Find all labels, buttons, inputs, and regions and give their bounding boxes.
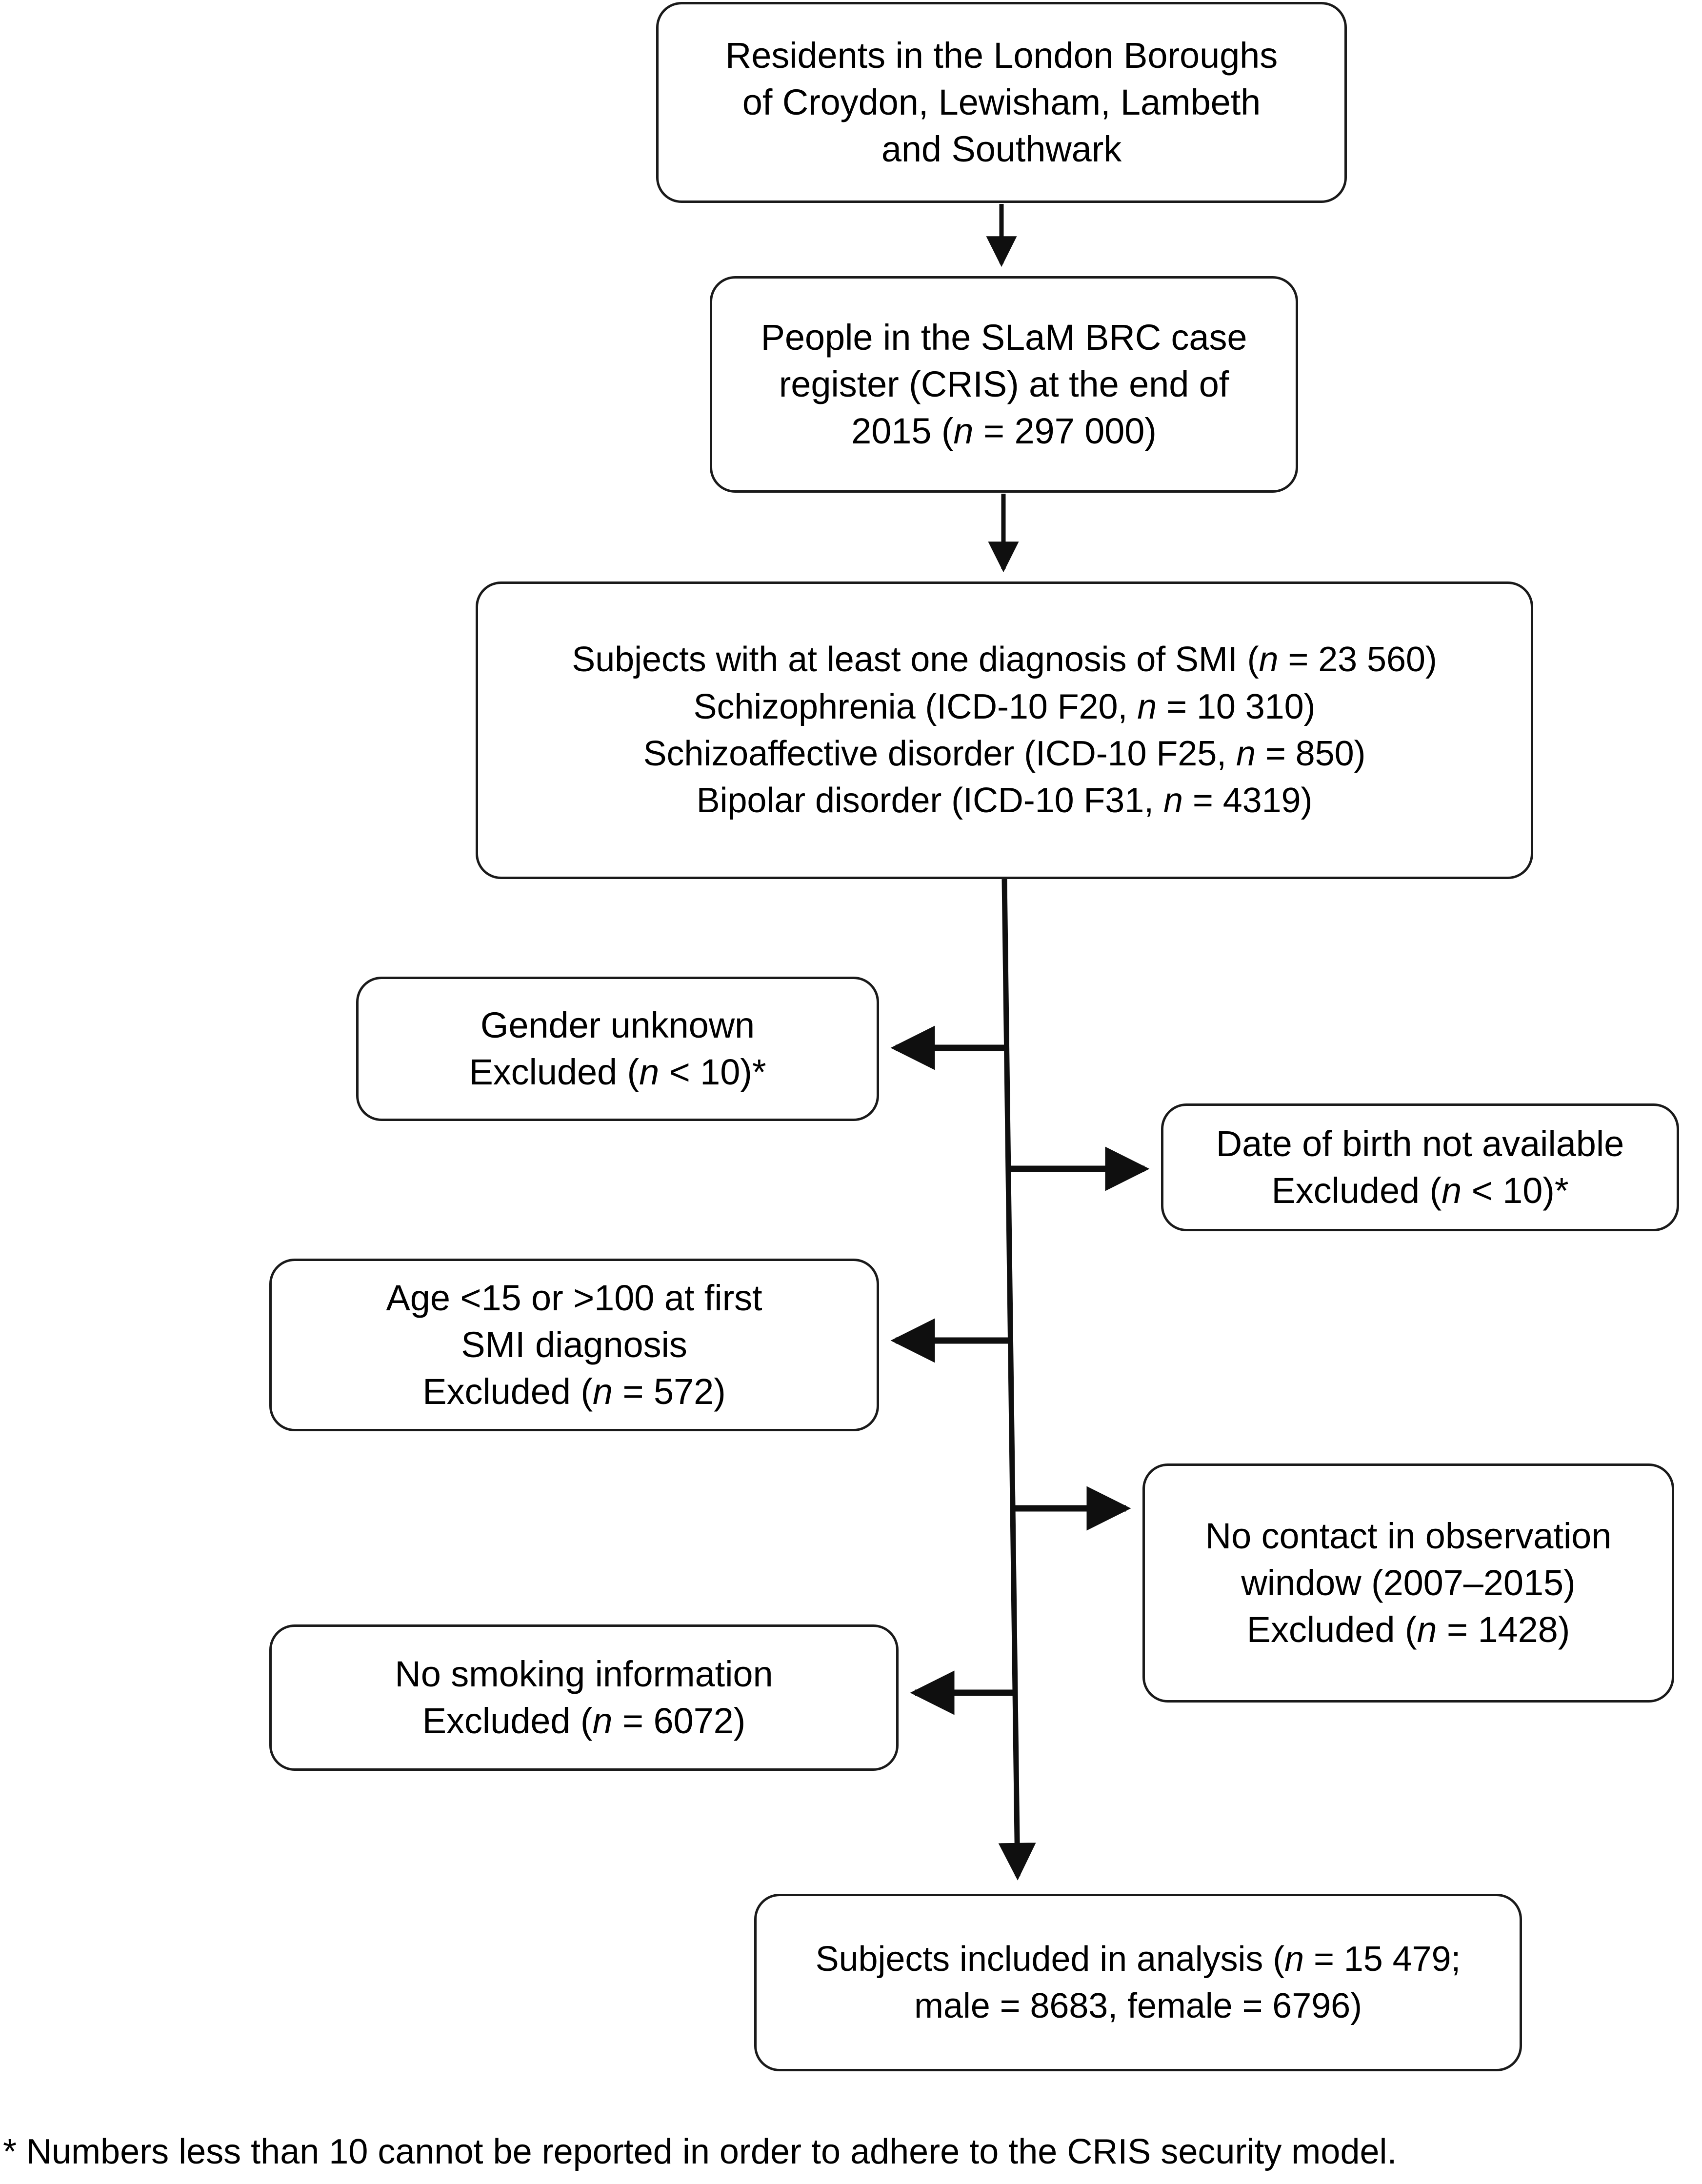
node-dob-line-2: Excluded (n < 10)*	[1271, 1170, 1569, 1211]
edge-main-trunk	[998, 879, 1036, 1881]
node-nocontact-line-2: window (2007–2015)	[1241, 1562, 1576, 1603]
node-included-text: Subjects included in analysis (n = 15 47…	[803, 1936, 1474, 2030]
node-subjects-included[interactable]: Subjects included in analysis (n = 15 47…	[754, 1894, 1522, 2071]
node-residents-line-3: and Southwark	[881, 129, 1122, 170]
node-residents-line-2: of Croydon, Lewisham, Lambeth	[742, 81, 1261, 122]
node-cris-line-2: register (CRIS) at the end of	[779, 363, 1229, 404]
node-cris-line-1: People in the SLaM BRC case	[761, 317, 1247, 358]
node-smi-line-3: Schizoaffective disorder (ICD-10 F25, n …	[643, 734, 1366, 773]
node-excluded-no-contact[interactable]: No contact in observation window (2007–2…	[1142, 1463, 1674, 1703]
node-residents-line-1: Residents in the London Boroughs	[725, 35, 1278, 76]
node-smi-line-2: Schizophrenia (ICD-10 F20, n = 10 310)	[693, 687, 1316, 726]
node-gender-line-2: Excluded (n < 10)*	[469, 1052, 766, 1092]
node-nosmoking-line-2: Excluded (n = 6072)	[422, 1701, 746, 1741]
node-nocontact-line-1: No contact in observation	[1205, 1515, 1612, 1556]
node-excluded-dob-missing[interactable]: Date of birth not available Excluded (n …	[1161, 1103, 1679, 1231]
node-residents-text: Residents in the London Boroughs of Croy…	[713, 32, 1290, 173]
node-included-line-2: male = 8683, female = 6796)	[914, 1986, 1362, 2025]
node-age-text: Age <15 or >100 at first SMI diagnosis E…	[374, 1275, 775, 1416]
node-gender-line-1: Gender unknown	[480, 1004, 755, 1045]
footnote-security-model: * Numbers less than 10 cannot be reporte…	[3, 2132, 1397, 2171]
node-excluded-no-smoking-info[interactable]: No smoking information Excluded (n = 607…	[269, 1624, 899, 1771]
node-age-line-2: SMI diagnosis	[461, 1324, 687, 1365]
node-cris-line-3: 2015 (n = 297 000)	[851, 411, 1157, 452]
node-age-line-1: Age <15 or >100 at first	[386, 1277, 762, 1318]
node-gender-text: Gender unknown Excluded (n < 10)*	[456, 1002, 779, 1096]
node-cris-text: People in the SLaM BRC case register (CR…	[748, 314, 1260, 455]
node-smi-line-1: Subjects with at least one diagnosis of …	[572, 640, 1437, 680]
node-residents[interactable]: Residents in the London Boroughs of Croy…	[656, 2, 1347, 203]
node-included-line-1: Subjects included in analysis (n = 15 47…	[815, 1939, 1461, 1979]
node-smi-text: Subjects with at least one diagnosis of …	[559, 636, 1449, 824]
node-nosmoking-text: No smoking information Excluded (n = 607…	[382, 1651, 785, 1744]
node-smi-line-4: Bipolar disorder (ICD-10 F31, n = 4319)	[696, 781, 1313, 821]
node-cris-register[interactable]: People in the SLaM BRC case register (CR…	[710, 276, 1298, 493]
node-nosmoking-line-1: No smoking information	[395, 1653, 773, 1694]
node-dob-line-1: Date of birth not available	[1216, 1123, 1624, 1164]
node-age-line-3: Excluded (n = 572)	[422, 1371, 726, 1412]
node-nocontact-text: No contact in observation window (2007–2…	[1193, 1513, 1624, 1654]
node-excluded-gender-unknown[interactable]: Gender unknown Excluded (n < 10)*	[356, 977, 879, 1121]
node-smi-diagnoses[interactable]: Subjects with at least one diagnosis of …	[476, 581, 1533, 879]
node-nocontact-line-3: Excluded (n = 1428)	[1246, 1609, 1570, 1650]
node-dob-text: Date of birth not available Excluded (n …	[1203, 1121, 1637, 1214]
node-excluded-age-range[interactable]: Age <15 or >100 at first SMI diagnosis E…	[269, 1259, 879, 1431]
